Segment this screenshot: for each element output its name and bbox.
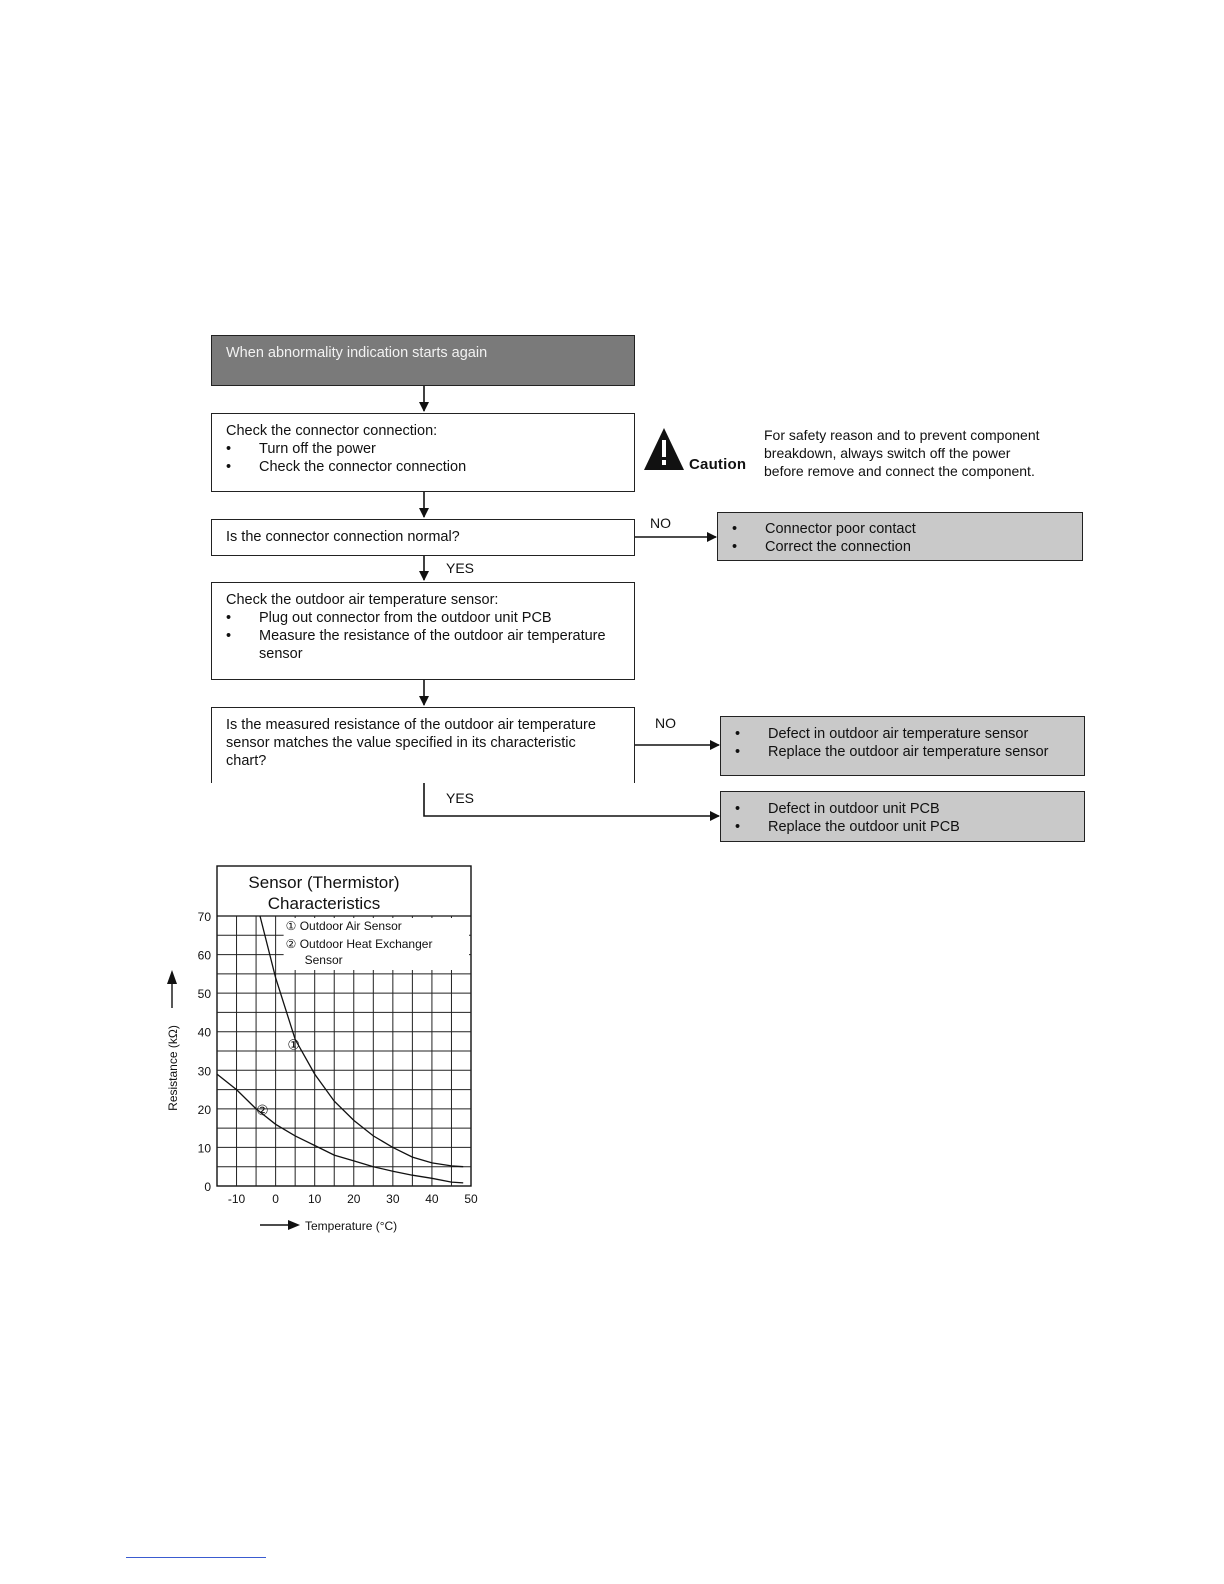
question-resistance-box: Is the measured resistance of the outdoo… <box>211 707 635 783</box>
y-tick-label: 60 <box>198 949 212 963</box>
start-box: When abnormality indication starts again <box>211 335 635 386</box>
check-sensor-title: Check the outdoor air temperature sensor… <box>226 592 499 608</box>
caution-line: before remove and connect the component. <box>764 463 1035 479</box>
y-axis-arrow-head <box>167 970 177 984</box>
bullet: • <box>226 628 232 644</box>
question-connector-text: Is the connector connection normal? <box>226 529 460 545</box>
bullet: • <box>226 459 232 475</box>
question-resistance-line: chart? <box>226 753 267 769</box>
bullet: • <box>735 801 741 817</box>
bullet: • <box>735 726 741 742</box>
chart-svg: Sensor (Thermistor) Characteristics ① Outd… <box>166 865 478 1233</box>
question-resistance-line: sensor matches the value specified in it… <box>226 735 576 751</box>
bullet: • <box>732 539 738 555</box>
x-tick-label: 50 <box>464 1192 478 1206</box>
no-label: NO <box>655 715 676 731</box>
y-tick-label: 50 <box>198 987 212 1001</box>
check-connector-bullet: Turn off the power <box>259 441 376 457</box>
bullet: • <box>226 610 232 626</box>
result-pcb-line: Replace the outdoor unit PCB <box>768 819 960 835</box>
thermistor-chart: Sensor (Thermistor) Characteristics ① Outd… <box>150 858 510 1248</box>
x-tick-label: 0 <box>272 1192 279 1206</box>
x-axis-arrow-head <box>288 1220 300 1230</box>
bullet: • <box>226 441 232 457</box>
result-connector-line: Correct the connection <box>765 539 911 555</box>
result-sensor-line: Replace the outdoor air temperature sens… <box>768 744 1049 760</box>
chart-title: Characteristics <box>268 894 380 913</box>
x-tick-label: 10 <box>308 1192 322 1206</box>
series-marker: ① <box>287 1036 300 1052</box>
chart-frame <box>216 865 472 1187</box>
y-tick-label: 30 <box>198 1064 212 1078</box>
x-axis-label: Temperature (°C) <box>305 1219 397 1233</box>
check-sensor-bullet: Plug out connector from the outdoor unit… <box>259 610 552 626</box>
series-line-1 <box>259 915 464 1168</box>
check-sensor-box: Check the outdoor air temperature sensor… <box>211 582 635 680</box>
y-axis-label: Resistance (kΩ) <box>166 1025 180 1111</box>
caution-label: Caution <box>689 456 747 473</box>
result-pcb-box: • Defect in outdoor unit PCB • Replace the… <box>720 791 1085 842</box>
check-sensor-bullet: Measure the resistance of the outdoor ai… <box>259 628 606 644</box>
yes-label: YES <box>446 790 475 806</box>
caution-line: breakdown, always switch off the power <box>764 445 1011 461</box>
check-connector-title: Check the connector connection: <box>226 423 438 439</box>
chart-title: Sensor (Thermistor) <box>248 873 399 892</box>
check-connector-box: Check the connector connection: • Turn of… <box>211 413 635 492</box>
result-connector-box: • Connector poor contact • Correct the con… <box>717 512 1083 561</box>
x-tick-label: 20 <box>347 1192 361 1206</box>
footer-rule <box>126 1557 266 1558</box>
y-tick-label: 20 <box>198 1103 212 1117</box>
legend-entry: ② Outdoor Heat Exchanger <box>286 937 433 951</box>
x-tick-label: 40 <box>425 1192 439 1206</box>
y-tick-label: 40 <box>198 1026 212 1040</box>
arrow-resistance-yes <box>423 783 720 821</box>
series-line-2 <box>216 1073 464 1184</box>
start-text: When abnormality indication starts again <box>226 345 488 361</box>
series-marker: ② <box>256 1102 269 1118</box>
warning-triangle-icon <box>644 428 684 470</box>
y-tick-label: 10 <box>198 1141 212 1155</box>
x-tick-label: 30 <box>386 1192 400 1206</box>
caution-text: For safety reason and to prevent compone… <box>764 426 1040 480</box>
question-resistance-line: Is the measured resistance of the outdoo… <box>226 717 596 733</box>
caution-line: For safety reason and to prevent compone… <box>764 427 1040 443</box>
yes-label: YES <box>446 560 475 576</box>
bullet: • <box>735 744 741 760</box>
bullet: • <box>732 521 738 537</box>
legend-entry: ① Outdoor Air Sensor <box>286 919 402 933</box>
legend-box <box>283 918 469 970</box>
check-connector-bullet: Check the connector connection <box>259 459 467 475</box>
y-tick-label: 0 <box>204 1180 211 1194</box>
no-label: NO <box>650 515 671 531</box>
legend-entry: Sensor <box>305 953 343 967</box>
result-connector-line: Connector poor contact <box>765 521 916 537</box>
result-sensor-line: Defect in outdoor air temperature sensor <box>768 726 1029 742</box>
x-tick-label: -10 <box>228 1192 246 1206</box>
bullet: • <box>735 819 741 835</box>
check-sensor-bullet-cont: sensor <box>259 646 303 662</box>
result-sensor-box: • Defect in outdoor air temperature senso… <box>720 716 1085 776</box>
result-pcb-line: Defect in outdoor unit PCB <box>768 801 940 817</box>
y-tick-label: 70 <box>198 910 212 924</box>
question-connector-box: Is the connector connection normal? <box>211 519 635 556</box>
